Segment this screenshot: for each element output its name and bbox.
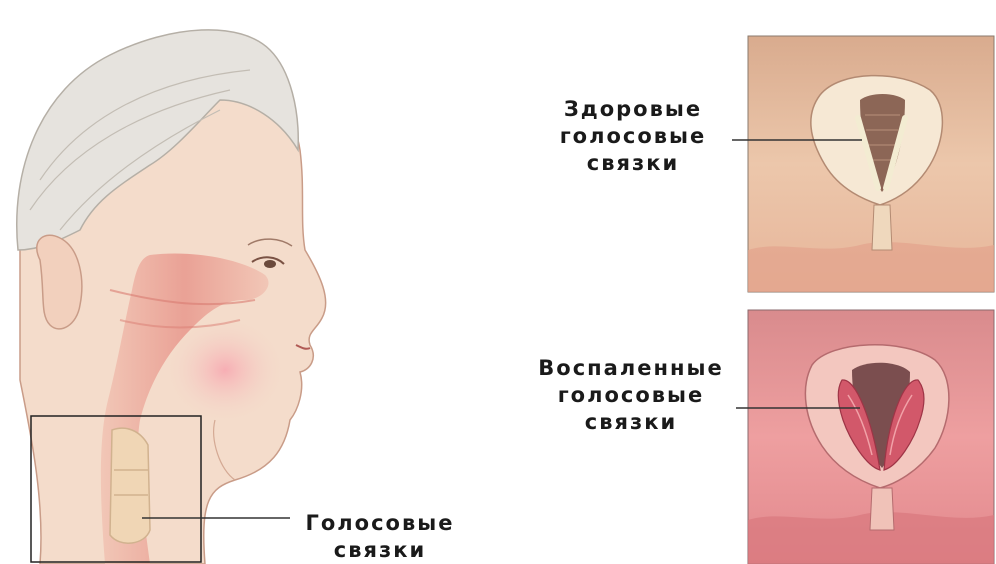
healthy-panel [748, 36, 994, 292]
side-label-line-1: Голосовые [300, 510, 460, 537]
inflamed-label-line-3: связки [528, 409, 734, 436]
healthy-label-line-1: Здоровые [548, 96, 718, 123]
vocal-cords-side-label: Голосовые связки [300, 510, 460, 564]
inflamed-label-line-2: голосовые [528, 382, 734, 409]
healthy-label-line-2: голосовые [548, 123, 718, 150]
larynx [110, 428, 150, 543]
healthy-cords-label: Здоровые голосовые связки [548, 96, 718, 177]
inflamed-cords-label: Воспаленные голосовые связки [528, 355, 734, 436]
inflamed-panel [748, 310, 994, 564]
inflamed-label-line-1: Воспаленные [528, 355, 734, 382]
side-label-line-2: связки [300, 537, 460, 564]
head-profile [17, 30, 326, 564]
healthy-label-line-3: связки [548, 150, 718, 177]
